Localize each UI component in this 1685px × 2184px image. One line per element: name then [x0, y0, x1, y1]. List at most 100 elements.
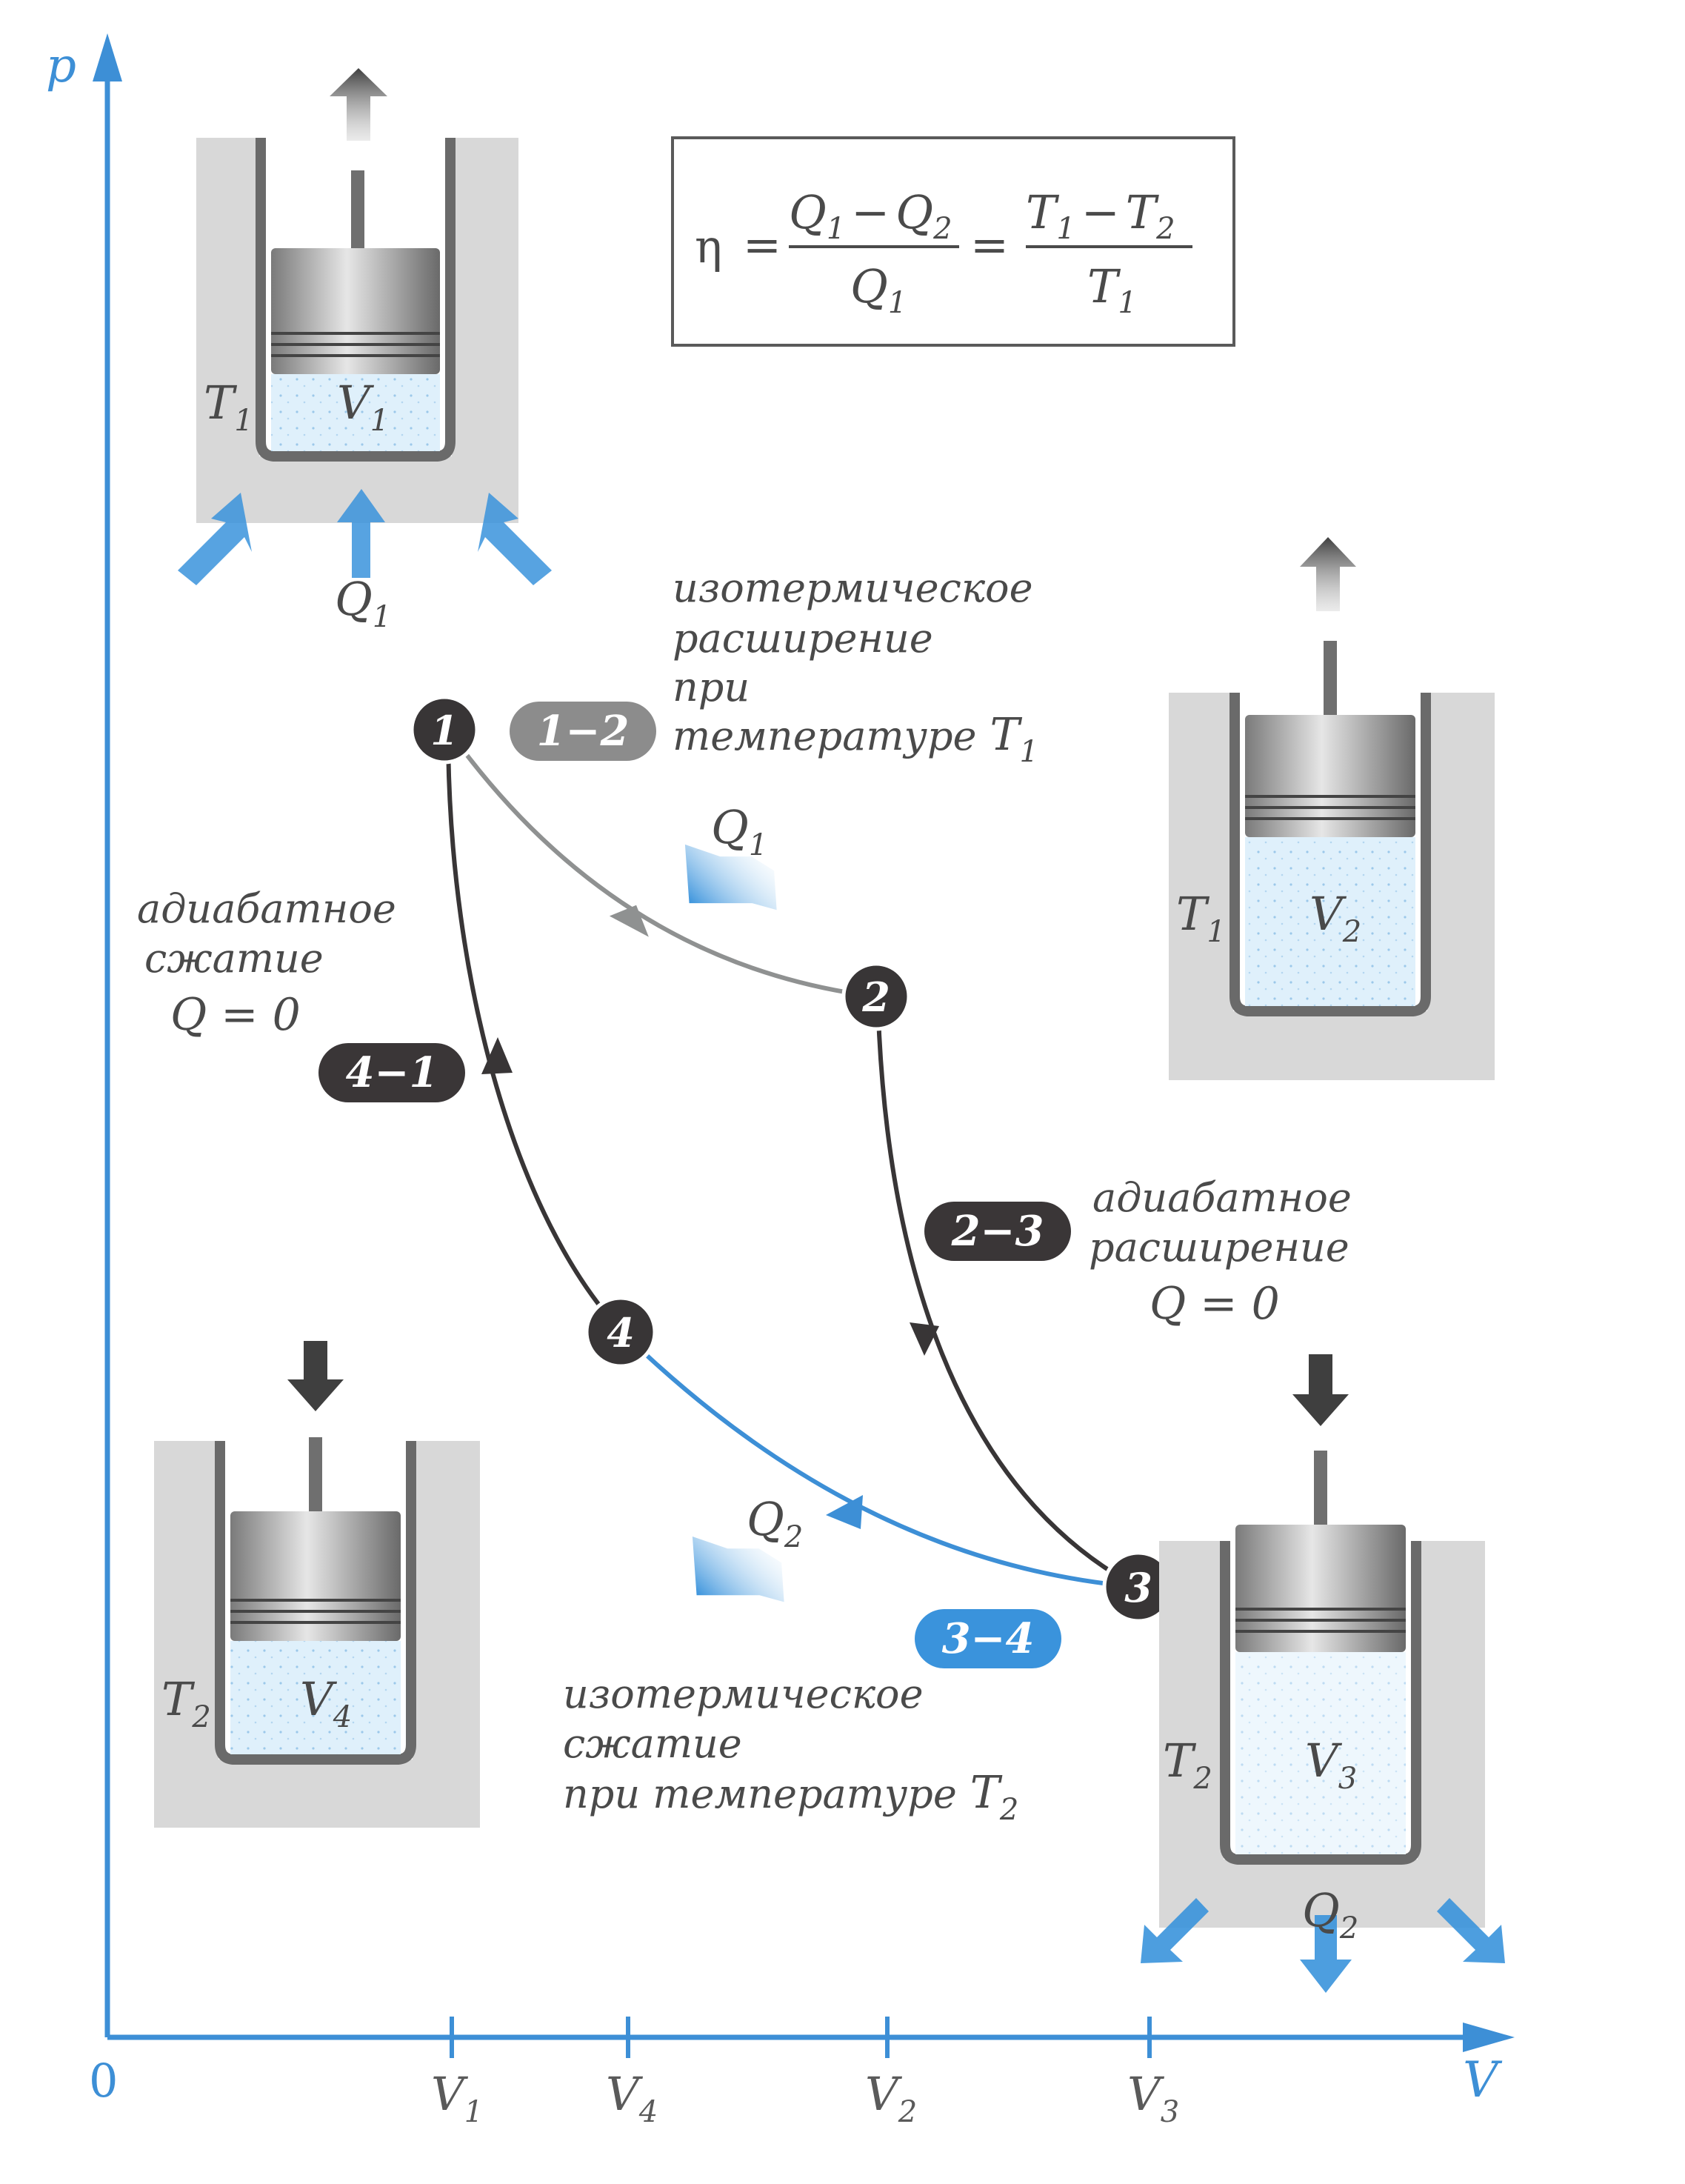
desc-1-2: изотермическое расширение при температур…	[673, 565, 1038, 769]
badge-2-3: 2−3	[924, 1202, 1071, 1261]
cylinder-3-gas-dots	[1235, 1652, 1406, 1854]
cylinder-1-heat-in-right-icon	[478, 493, 552, 585]
x-tick-v2: V2	[865, 2017, 917, 2129]
formula-eta: η	[695, 219, 722, 273]
cylinder-2-volume: V2	[1309, 887, 1361, 949]
cylinder-3-piston	[1235, 1525, 1406, 1652]
state-point-2-label: 2	[861, 973, 890, 1021]
formula-box	[671, 136, 1235, 347]
desc-2-3-line-1: адиабатное	[1092, 1174, 1352, 1221]
cylinder-1-gas-dots	[271, 374, 440, 451]
heat-out-3-4: Q2	[692, 1492, 803, 1602]
cylinder-1-temp: T1	[204, 376, 253, 438]
cylinder-state-4: T2 V4	[154, 1341, 480, 1828]
state-point-2-circle	[841, 962, 911, 1031]
x-axis-label: V	[1463, 2051, 1503, 2108]
cylinder-1-up-arrow-icon	[330, 68, 387, 141]
state-point-4: 4	[584, 1296, 657, 1368]
cylinder-4-volume: V4	[300, 1672, 352, 1734]
state-point-1: 1	[410, 695, 479, 765]
cylinder-1-heat-in-center-icon	[337, 489, 385, 578]
state-point-3: 3	[1102, 1551, 1175, 1623]
cylinder-4-rod	[309, 1437, 322, 1511]
formula-den-2: T1	[1087, 259, 1137, 320]
cylinder-state-2: T1 V2	[1169, 537, 1495, 1080]
direction-arrow-4-1	[481, 1037, 513, 1074]
state-point-4-label: 4	[607, 1309, 635, 1356]
cylinder-3-heat-label: Q2	[1302, 1883, 1358, 1945]
desc-4-1-line-2: сжатие	[144, 935, 324, 982]
cylinder-3-rod	[1314, 1451, 1327, 1525]
heat-in-arrow-icon	[684, 844, 777, 910]
cylinder-3-temp: T2	[1163, 1734, 1212, 1796]
cylinder-3-wall	[1220, 1541, 1421, 1865]
cylinder-2-wall	[1229, 693, 1431, 1016]
origin-label: 0	[89, 2054, 118, 2108]
heat-out-arrow-icon	[692, 1537, 784, 1602]
curve-2-3-adiabat	[875, 996, 1138, 1589]
cycle-curves	[446, 728, 1138, 1589]
heat-in-label: Q1	[711, 800, 767, 862]
x-tick-label-v4: V4	[606, 2067, 658, 2129]
y-axis-arrowhead	[93, 33, 122, 81]
state-point-1-circle	[410, 695, 479, 765]
state-point-1-label: 1	[430, 707, 458, 754]
cylinder-state-1: T1 V1 Q1	[178, 68, 552, 634]
direction-arrow-3-4	[826, 1495, 863, 1529]
desc-4-1: адиабатное сжатие Q = 0	[137, 885, 396, 1041]
cylinder-2-up-arrow-icon	[1300, 537, 1356, 611]
cylinder-2-gas-dots	[1245, 837, 1415, 1006]
cylinder-1-wall	[256, 138, 456, 462]
cylinder-state-3: T2 V3 Q2	[1141, 1354, 1505, 1993]
cylinder-1-rod	[351, 170, 364, 248]
x-tick-label-v3: V3	[1127, 2067, 1179, 2129]
y-axis-label: p	[46, 39, 76, 93]
cylinder-1-heat-label: Q1	[335, 572, 391, 634]
cylinder-3-heat-out-left-icon	[1141, 1898, 1209, 1963]
badge-1-2-label: 1−2	[537, 707, 630, 756]
curve-4-1-adiabat	[446, 729, 624, 1334]
desc-1-2-line-1: изотермическое	[673, 565, 1033, 611]
formula-den-1: Q1	[850, 259, 907, 320]
state-point-2: 2	[841, 962, 911, 1031]
cylinder-3-heat-out-right-icon	[1437, 1898, 1505, 1963]
cylinder-1-heat-in-left-icon	[178, 493, 252, 585]
desc-4-1-q: Q = 0	[170, 989, 301, 1041]
badge-3-4-label: 3−4	[942, 1614, 1035, 1663]
cylinder-3-volume: V3	[1305, 1734, 1357, 1796]
state-point-4-circle	[584, 1296, 657, 1368]
x-tick-label-v1: V1	[431, 2067, 483, 2129]
cylinder-2-temp: T1	[1176, 887, 1226, 949]
badge-2-3-label: 2−3	[951, 1207, 1044, 1256]
cylinder-4-temp: T2	[161, 1672, 211, 1734]
desc-2-3-q: Q = 0	[1150, 1278, 1280, 1330]
desc-3-4-line-2: сжатие	[563, 1720, 742, 1767]
heat-in-1-2: Q1	[684, 800, 777, 910]
desc-1-2-line-2: расширение	[673, 615, 933, 662]
cylinder-1-volume: V1	[337, 376, 389, 438]
curve-3-4-isotherm	[620, 1330, 1138, 1589]
desc-2-3-line-2: расширение	[1089, 1224, 1349, 1271]
desc-4-1-line-1: адиабатное	[137, 885, 396, 932]
heat-out-label: Q2	[747, 1492, 803, 1554]
cylinder-3-heat-out-center-icon	[1300, 1915, 1352, 1993]
desc-1-2-line-3: при	[673, 664, 750, 710]
formula-eq-2: =	[970, 218, 1009, 272]
x-tick-v1: V1	[431, 2017, 483, 2129]
cylinder-1-piston	[271, 248, 440, 374]
direction-arrow-1-2	[609, 905, 649, 937]
x-tick-label-v2: V2	[865, 2067, 917, 2129]
badge-3-4-bg	[915, 1609, 1061, 1668]
badge-3-4: 3−4	[915, 1609, 1061, 1668]
badge-2-3-bg	[924, 1202, 1071, 1261]
x-tick-v3: V3	[1127, 2017, 1179, 2129]
badge-4-1-label: 4−1	[346, 1048, 438, 1097]
badge-4-1: 4−1	[318, 1043, 465, 1102]
desc-3-4-line-1: изотермическое	[563, 1671, 924, 1717]
badge-1-2: 1−2	[510, 702, 656, 761]
cylinder-3-down-arrow-icon	[1292, 1354, 1349, 1426]
